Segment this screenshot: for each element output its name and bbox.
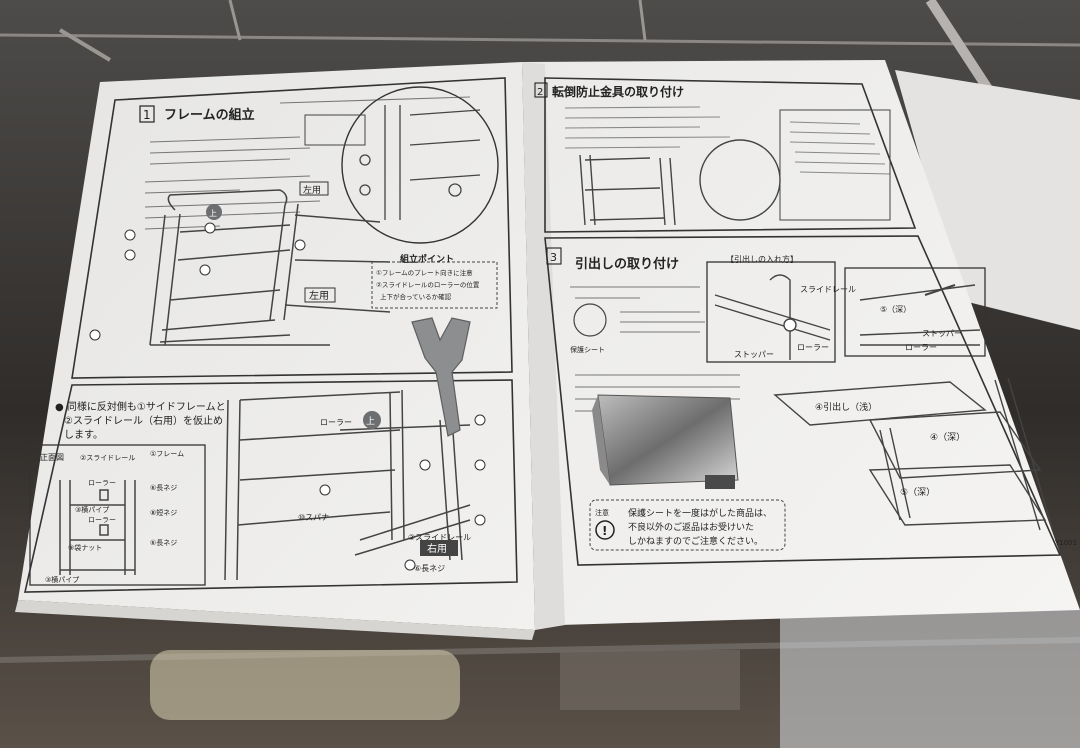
side-label: 左用 (303, 184, 321, 196)
warning-box (779, 109, 891, 221)
left-page-panels (23, 77, 518, 593)
caution-line: 不良以外のご返品はお受けいた (628, 521, 754, 533)
up-marker-label: 上 (209, 209, 217, 218)
step1-badge-box (139, 105, 155, 123)
metal-bracket (592, 394, 739, 489)
up-marker (206, 204, 222, 220)
third-page-edge (895, 70, 1080, 330)
caution-badge: 注意 (595, 508, 609, 517)
assembly-point-line: 上下が合っているか確認 (380, 292, 452, 301)
frame-drawing-right (224, 389, 471, 581)
side-label-box (304, 287, 336, 303)
frame-drawing-left (149, 189, 391, 346)
detail-zoom-circle (341, 86, 499, 244)
part-label: ②スライドレール (408, 533, 471, 542)
step2-instruction-lines (564, 106, 891, 175)
part-label: ローラー (797, 343, 829, 352)
part-label: ⑤（深） (880, 305, 911, 314)
part-label: ⑥長ネジ (414, 564, 445, 573)
background-object (150, 650, 460, 720)
side-label-box (420, 540, 458, 556)
front-view-drawing (59, 480, 136, 575)
right-page-fold (522, 62, 565, 630)
side-label: 右用 (427, 542, 447, 555)
protection-sheet-icon (573, 303, 607, 337)
step3-badge-box (546, 247, 562, 265)
background-object (780, 610, 1080, 748)
caution-line: 保護シートを一度はがした商品は、 (628, 507, 772, 519)
part-label: 保護シート (570, 345, 605, 354)
left-page (18, 62, 535, 630)
bolt-icons (319, 414, 486, 571)
right-page-panels (544, 77, 1062, 566)
part-label: ⑥長ネジ (150, 539, 177, 547)
left-page-bottom-edge (15, 600, 535, 640)
part-label: ストッパー (734, 350, 774, 359)
step3-badge: 3 (550, 251, 557, 264)
assembly-point-title: 組立ポイント (400, 253, 454, 265)
caution-box (589, 499, 786, 551)
step1-instruction-lines (144, 96, 471, 230)
part-label: ③横パイプ (45, 575, 79, 584)
part-label: ②スライドレール (80, 454, 135, 462)
step1-badge: 1 (143, 108, 151, 122)
drawer-howto-drawing (714, 274, 831, 360)
assembly-point-box (371, 261, 498, 309)
assembly-point-line: ②スライドレールのローラーの位置 (376, 280, 480, 289)
part-label: ローラー (88, 516, 116, 524)
part-label: ⑤（深） (900, 487, 935, 498)
front-view-title: 正面図 (40, 453, 64, 462)
part-label: ローラー (88, 479, 116, 487)
wrench (411, 317, 471, 437)
part-label: ⑨袋ナット (68, 543, 102, 552)
part-label: ⑧短ネジ (150, 508, 177, 517)
page-code: Y1001 (1054, 539, 1077, 547)
drawers-assembly-drawing (773, 377, 1053, 531)
up-marker-label: 上 (366, 416, 375, 427)
drawer-detail-box (844, 267, 986, 357)
step2-badge-box (534, 82, 548, 98)
background-object (560, 650, 740, 710)
detail-zoom-parts (359, 105, 481, 220)
step3-instruction-lines (570, 286, 740, 412)
part-label: ③横パイプ (75, 505, 109, 514)
step3-title: 引出しの取り付け (575, 256, 679, 272)
up-marker (363, 411, 381, 429)
side-label-box (299, 181, 329, 196)
right-page (522, 60, 1080, 625)
legend-box (304, 114, 366, 146)
step1-title: フレームの組立 (164, 107, 255, 123)
step2-drawing (579, 139, 781, 226)
caution-icon-glyph: ! (602, 524, 607, 538)
part-label: ⑥長ネジ (150, 484, 177, 492)
assembly-point-line: ①フレームのプレート向きに注意 (376, 268, 473, 277)
step2-title: 転倒防止金具の取り付け (552, 84, 684, 99)
part-label: ④（深） (930, 432, 965, 443)
drawer-howto-title: 【引出しの入れ方】 (726, 254, 798, 264)
drawer-detail-drawing (859, 284, 981, 346)
caution-icon (595, 520, 615, 540)
bolt-icons (89, 222, 306, 341)
part-label: ローラー (905, 343, 937, 352)
part-label: ④引出し（浅） (815, 401, 877, 413)
part-label: スライドレール (800, 285, 856, 294)
part-label: ストッパー (922, 329, 962, 338)
mirror-instruction: します。 (64, 429, 103, 441)
step2-badge: 2 (537, 87, 543, 98)
mirror-instruction: ②スライドレール（右用）を仮止め (64, 414, 223, 427)
caution-line: しかねますのでご注意ください。 (628, 535, 763, 547)
front-view-box (29, 444, 206, 586)
part-label: ⑩スパナ (298, 513, 329, 522)
part-label: ①フレーム (150, 450, 184, 458)
drawer-howto-box (706, 261, 836, 363)
mirror-instruction: ● 同様に反対側も①サイドフレームと (55, 400, 226, 413)
side-label: 左用 (309, 289, 329, 302)
part-label: ローラー (320, 418, 352, 427)
